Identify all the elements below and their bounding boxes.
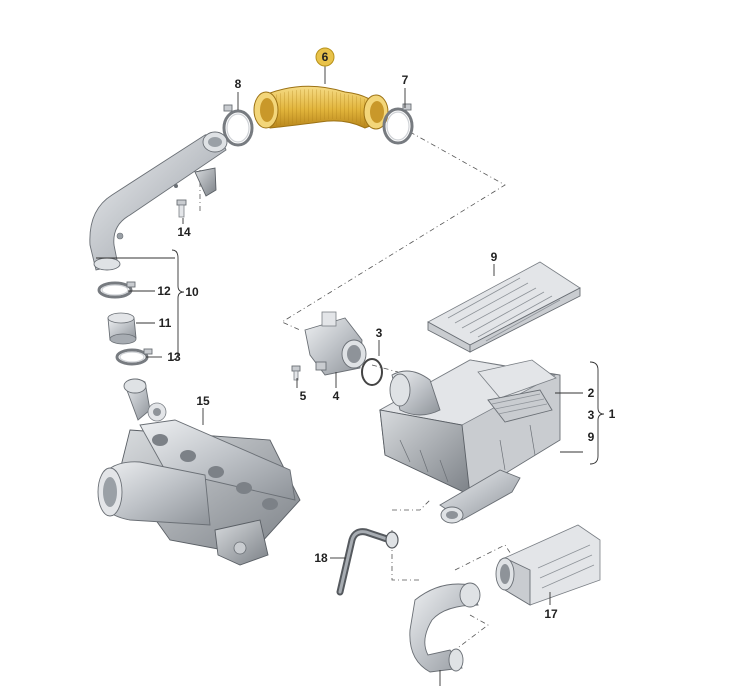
callout-18-label: 18 <box>314 551 328 565</box>
vent-hose-part-18 <box>336 528 399 596</box>
callout-2-label: 2 <box>588 386 595 400</box>
air-intake-scoop-part-17 <box>495 524 601 606</box>
callout-9-housing-label: 9 <box>588 430 595 444</box>
callout-14-label: 14 <box>177 225 191 239</box>
air-mass-meter-part-4 <box>304 311 367 376</box>
clamp-part-12 <box>97 281 136 299</box>
hose-clamp-part-8 <box>222 104 254 147</box>
callout-7-label: 7 <box>402 73 409 87</box>
callout-1-label: 1 <box>609 407 616 421</box>
bolt-part-14 <box>176 199 187 218</box>
connector-sleeve-part-11 <box>107 312 137 345</box>
callout-17-label: 17 <box>544 607 558 621</box>
callout-6-label: 6 <box>322 50 329 64</box>
turbocharger-manifold-part-15 <box>97 378 301 566</box>
callout-4-label: 4 <box>333 389 340 403</box>
intake-elbow-duct <box>409 582 481 673</box>
callout-9-top-label: 9 <box>491 250 498 264</box>
clamp-part-13 <box>115 348 153 366</box>
callout-11-label: 11 <box>159 316 172 330</box>
callout-12-label: 12 <box>157 284 171 298</box>
callout-3-oring-label: 3 <box>376 326 383 340</box>
callout-10-label: 10 <box>185 285 199 299</box>
callout-5-label: 5 <box>300 389 307 403</box>
callout-3-housing-label: 3 <box>588 408 595 422</box>
callout-6 <box>315 47 335 67</box>
callout-13-label: 13 <box>167 350 181 364</box>
callout-15-label: 15 <box>196 394 210 408</box>
o-ring-part-3 <box>361 358 383 386</box>
charge-air-pipe-part-10 <box>89 131 228 271</box>
callout-8-label: 8 <box>235 77 242 91</box>
air-filter-housing-part-1 <box>378 359 561 524</box>
hose-clamp-part-7 <box>382 103 414 145</box>
leader-lines <box>96 66 605 686</box>
screw-part-5 <box>291 365 301 381</box>
intake-hose-part-6 <box>253 85 389 130</box>
air-filter-element-part-9 <box>427 261 581 353</box>
